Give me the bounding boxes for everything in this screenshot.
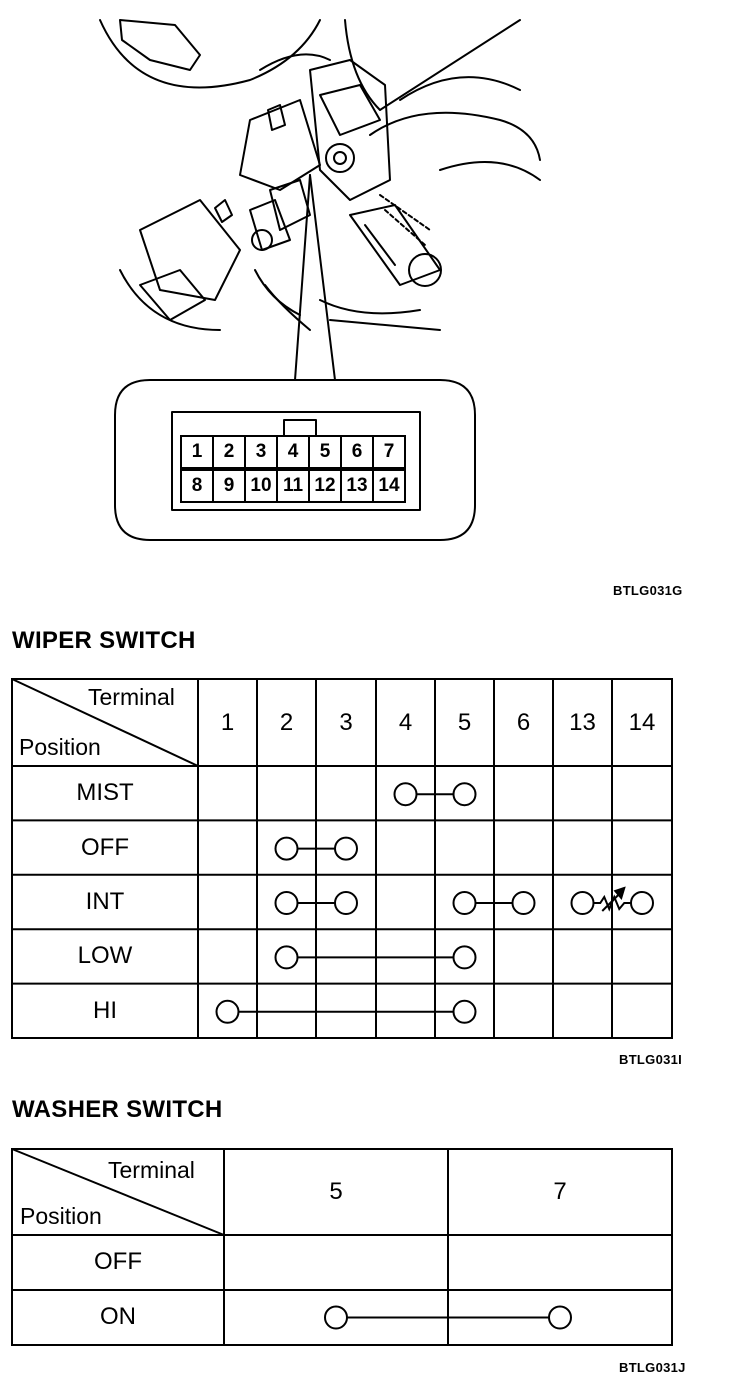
wiper-table-border xyxy=(11,678,673,1039)
wiper-terminal-label: 14 xyxy=(628,708,656,736)
washer-position-label: ON xyxy=(100,1302,136,1330)
wiper-switch-title: WIPER SWITCH xyxy=(12,627,196,654)
washer-header-position-label: Position xyxy=(20,1203,102,1229)
terminal-circle xyxy=(334,891,358,915)
wiper-connection xyxy=(274,836,358,861)
washer-terminal-label: 7 xyxy=(553,1178,567,1205)
wiper-position-label: INT xyxy=(85,888,125,915)
terminal-circle xyxy=(548,1305,572,1330)
terminal-circle xyxy=(511,891,536,915)
washer-position-label: OFF xyxy=(94,1247,142,1275)
terminal-circle xyxy=(274,891,299,915)
figure-code-wiper: BTLG031I xyxy=(619,1052,683,1067)
washer-connection xyxy=(324,1305,572,1330)
resistor-arrow-head xyxy=(613,886,626,901)
terminal-circle xyxy=(570,891,595,915)
terminal-circle xyxy=(393,782,418,807)
washer-table-border xyxy=(11,1148,673,1346)
washer-header-terminal-label: Terminal xyxy=(108,1157,195,1183)
terminal-circle xyxy=(452,945,477,970)
wiper-position-label: OFF xyxy=(81,833,129,861)
wiper-connection xyxy=(215,999,477,1024)
washer-grid-lines xyxy=(11,1148,673,1346)
connector-pin: 14 xyxy=(372,469,406,503)
wiper-terminal-label: 2 xyxy=(279,708,294,736)
terminal-circle xyxy=(452,782,477,807)
wiper-header-diagonal xyxy=(11,678,199,767)
wiper-terminal-label: 4 xyxy=(398,708,413,736)
terminal-circle xyxy=(324,1305,348,1330)
washer-header-diagonal xyxy=(11,1148,225,1236)
connector-pin: 7 xyxy=(372,435,406,469)
wiper-terminal-label: 3 xyxy=(339,708,353,736)
figure-code-washer: BTLG031J xyxy=(619,1360,686,1375)
washer-terminal-label: 5 xyxy=(329,1178,343,1205)
wiper-terminal-label: 1 xyxy=(220,708,235,736)
figure-code-illustration: BTLG031G xyxy=(613,583,683,598)
wiper-terminal-label: 5 xyxy=(457,708,472,736)
terminal-circle xyxy=(215,999,240,1024)
terminal-circle xyxy=(274,836,299,861)
wiper-variable-resistor xyxy=(570,886,654,915)
wiper-position-label: HI xyxy=(93,996,117,1024)
wiper-connection xyxy=(274,891,358,915)
terminal-circle xyxy=(452,999,477,1024)
terminal-circle xyxy=(334,836,358,861)
wiper-grid-lines xyxy=(11,678,673,1039)
wiper-terminal-label: 6 xyxy=(516,708,531,736)
wiper-connection xyxy=(393,782,477,807)
wiper-position-label: LOW xyxy=(77,942,133,970)
wiper-header-position-label: Position xyxy=(19,734,101,760)
washer-switch-title: WASHER SWITCH xyxy=(12,1096,223,1123)
resistor-zigzag xyxy=(593,894,631,912)
wiper-terminal-label: 13 xyxy=(569,708,596,736)
wiper-position-label: MIST xyxy=(76,779,134,807)
terminal-circle xyxy=(274,945,299,970)
wiper-header-terminal-label: Terminal xyxy=(88,684,175,710)
terminal-circle xyxy=(630,891,654,915)
terminal-circle xyxy=(452,891,477,915)
wiper-connection xyxy=(274,945,477,970)
wiper-connection xyxy=(452,891,536,915)
steering-column-illustration xyxy=(99,19,541,541)
